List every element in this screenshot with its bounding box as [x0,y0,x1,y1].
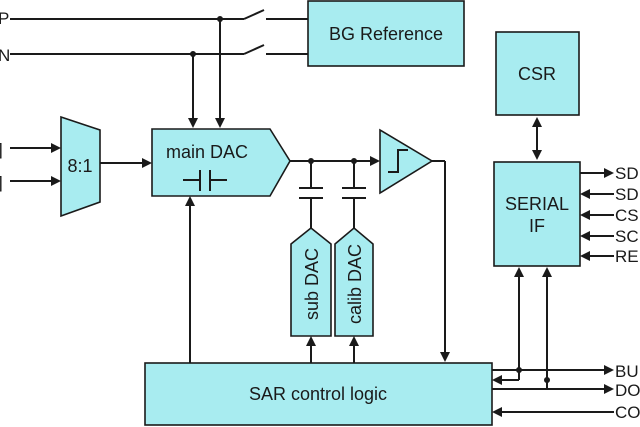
capacitor-icon [183,170,227,191]
mux-block [60,115,101,218]
bg-reference-label: BG Reference [329,24,443,44]
pin-label-n: N [0,46,10,65]
pin-label-in2: ] [0,173,3,192]
serial-pin-label-2: SD [615,185,639,204]
serial-if-label-line1: SERIAL [505,194,569,214]
serial-pin-label-4: SC [615,227,639,246]
sar-control-logic-block [144,362,493,426]
serial-pin-label-5: RE [615,247,639,266]
pin-label-in1: ] [0,140,3,159]
sub-dac-block [290,226,332,337]
comparator-block [379,128,434,195]
serial-if-label-line2: IF [529,216,545,236]
serial-if-block [493,161,581,267]
capacitor-icon [299,161,323,228]
comparator-icon [388,149,408,173]
calib-dac-block [334,226,374,337]
main-dac-block [151,128,291,197]
csr-block [495,31,580,116]
csr-label: CSR [518,64,556,84]
sar-control-logic-label: SAR control logic [249,384,387,404]
switch-icon [243,9,308,20]
serial-pin-label-3: CS [615,206,639,225]
sub-dac-label: sub DAC [302,248,322,320]
serial-pin-label-1: SD [615,164,639,183]
bottom-pin-label-1: BU [615,362,639,381]
pin-label-p: P [0,9,9,28]
bottom-pin-label-2: DO [615,381,640,400]
mux-label: 8:1 [67,156,92,176]
calib-dac-label: calib DAC [345,244,365,324]
capacitor-icon [342,161,366,228]
bg-reference-block [307,0,465,67]
main-dac-label: main DAC [166,142,248,162]
switch-icon [243,44,308,55]
bottom-pin-label-3: CO [615,403,640,422]
